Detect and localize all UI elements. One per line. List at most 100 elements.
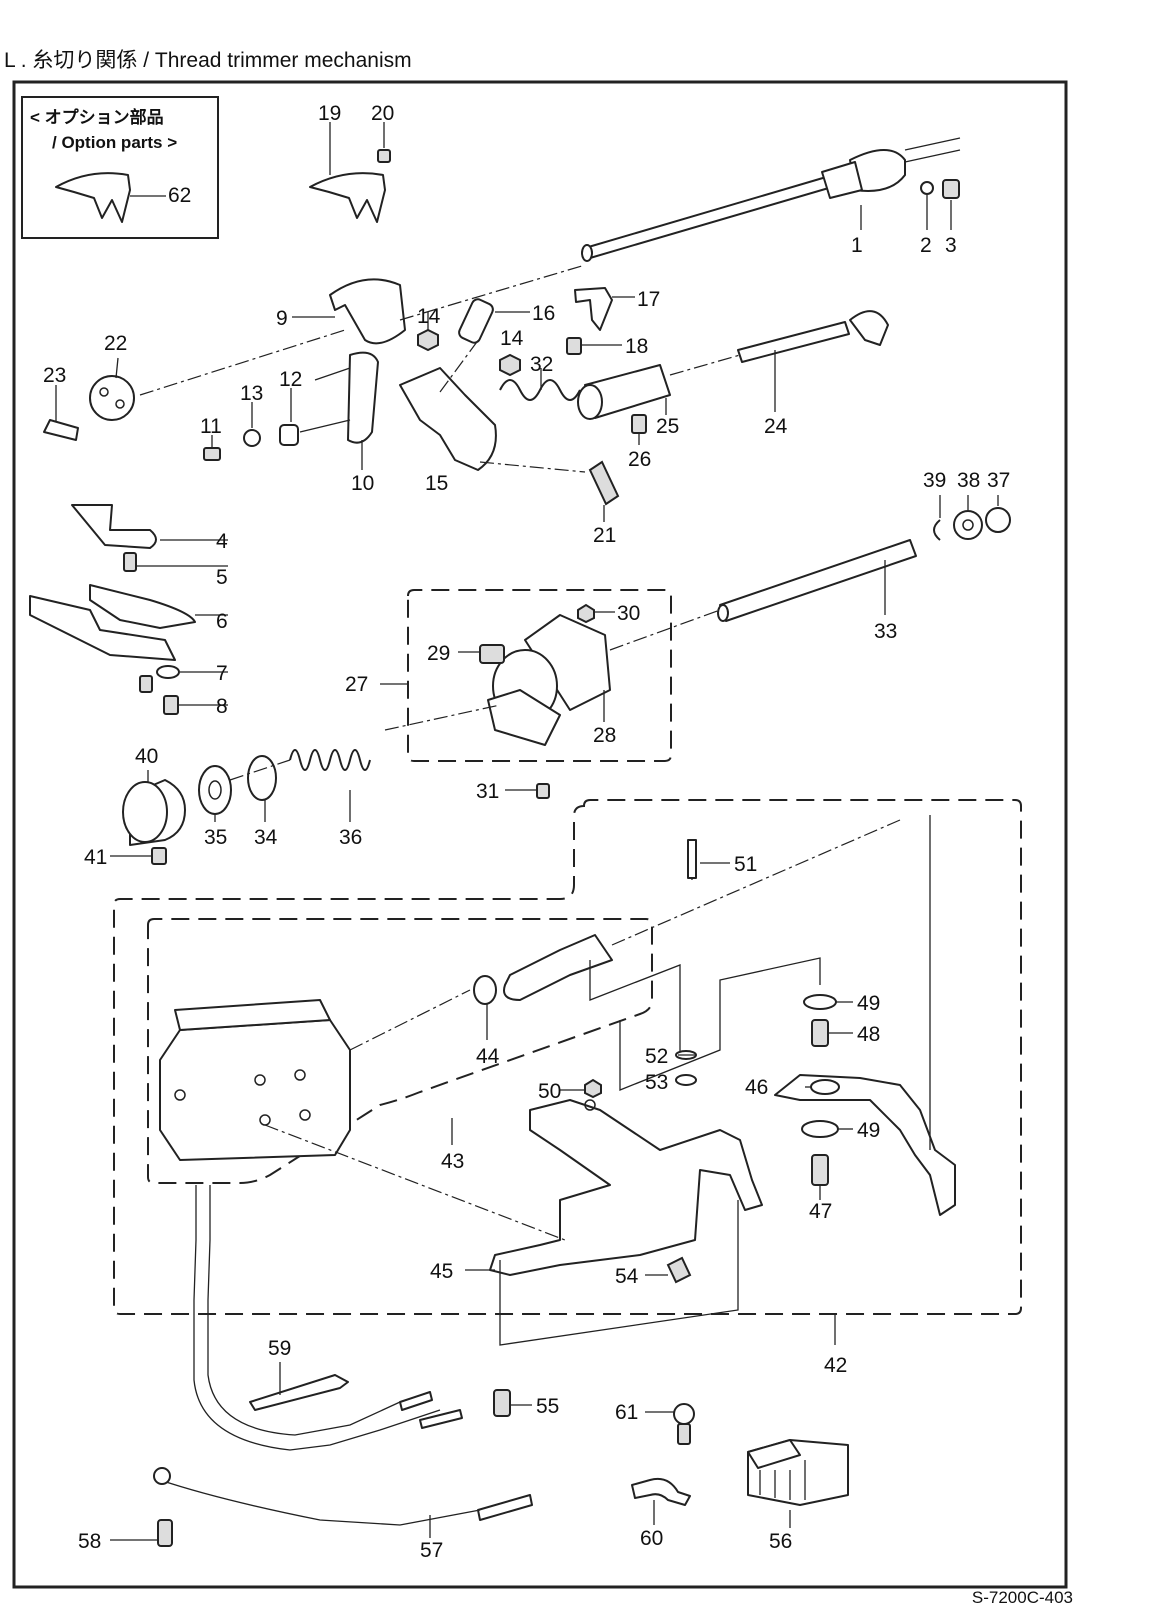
option-parts-box: < オプション部品 / Option parts > 62 — [21, 96, 219, 239]
label-53: 53 — [645, 1071, 668, 1094]
label-56: 56 — [769, 1530, 792, 1553]
label-42: 42 — [824, 1354, 847, 1377]
label-5: 5 — [216, 566, 228, 589]
label-17: 17 — [637, 288, 660, 311]
label-19: 19 — [318, 102, 341, 125]
shaft-24 — [737, 321, 850, 363]
spring-32 — [499, 379, 581, 401]
label-27: 27 — [345, 673, 368, 696]
label-8: 8 — [216, 695, 228, 718]
group-42 — [113, 799, 1022, 1315]
nut-14b — [499, 353, 521, 377]
shaft-33 — [719, 539, 917, 622]
label-9: 9 — [276, 307, 288, 330]
washer-37 — [985, 507, 1011, 533]
nut-14a — [417, 328, 439, 352]
label-22: 22 — [104, 332, 127, 355]
label-36: 36 — [339, 826, 362, 849]
label-43: 43 — [441, 1150, 464, 1173]
label-7: 7 — [216, 662, 228, 685]
label-30: 30 — [617, 602, 640, 625]
connector-56 — [747, 1439, 849, 1528]
spring-36 — [289, 749, 371, 771]
washer-49b — [801, 1120, 839, 1138]
cam-9 — [329, 278, 406, 345]
label-40: 40 — [135, 745, 158, 768]
label-6: 6 — [216, 610, 228, 633]
label-14b: 14 — [500, 327, 524, 350]
screw-61 — [673, 1403, 695, 1425]
label-26: 26 — [628, 448, 651, 471]
label-34: 34 — [254, 826, 278, 849]
diagram-frame — [12, 80, 1068, 1589]
solenoid-43 — [159, 999, 351, 1161]
screw-47 — [811, 1154, 829, 1186]
screw-23 — [43, 419, 79, 441]
screw-11 — [203, 447, 221, 461]
label-44: 44 — [476, 1045, 500, 1068]
label-13: 12 — [279, 368, 302, 391]
label-33: 33 — [874, 620, 897, 643]
label-14a: 14 — [417, 305, 441, 328]
label-23: 23 — [43, 364, 66, 387]
label-2: 2 — [920, 234, 932, 257]
label-45: 45 — [430, 1260, 453, 1283]
cable-57 — [193, 1185, 441, 1451]
label-38: 38 — [957, 469, 980, 492]
plunger — [503, 934, 613, 1001]
label-21: 21 — [593, 524, 616, 547]
label-12: 13 — [240, 382, 263, 405]
label-58: 58 — [78, 1530, 101, 1553]
washer-35 — [198, 765, 232, 815]
clamp-60 — [631, 1477, 691, 1506]
label-31: 31 — [476, 780, 499, 803]
label-49b: 49 — [857, 1119, 880, 1142]
top-cam-part — [309, 122, 391, 223]
label-39: 39 — [923, 469, 946, 492]
bracket-46 — [774, 1074, 956, 1216]
label-61: 61 — [615, 1401, 638, 1424]
label-46: 46 — [745, 1076, 768, 1099]
label-60: 60 — [640, 1527, 663, 1550]
option-box-line2: / Option parts > — [52, 133, 177, 152]
label-10: 10 — [351, 472, 374, 495]
label-24: 24 — [764, 415, 788, 438]
plate-6 — [29, 595, 176, 661]
label-18: 18 — [625, 335, 648, 358]
screw-21 — [588, 460, 620, 506]
label-11: 11 — [200, 415, 222, 438]
group-43 — [147, 918, 653, 1184]
option-box-line1: < オプション部品 — [30, 107, 164, 127]
label-25: 25 — [656, 415, 679, 438]
label-57: 57 — [420, 1539, 443, 1562]
label-20: 20 — [371, 102, 394, 125]
screw-58 — [157, 1519, 173, 1547]
cable-tie-59 — [249, 1374, 349, 1411]
page-title: L . 糸切り関係 / Thread trimmer mechanism — [4, 49, 412, 72]
label-62: 62 — [168, 184, 191, 207]
label-3: 3 — [945, 234, 957, 257]
main-shaft-assembly — [581, 137, 961, 262]
label-29: 29 — [427, 642, 450, 665]
link-10 — [347, 351, 379, 444]
label-32: 32 — [530, 353, 553, 376]
collar-22 — [89, 375, 135, 421]
cam-28 — [524, 614, 611, 711]
label-48: 48 — [857, 1023, 880, 1046]
option-cam-part — [55, 172, 131, 223]
label-4: 4 — [216, 530, 228, 553]
label-41: 41 — [84, 846, 107, 869]
label-37: 37 — [987, 469, 1010, 492]
bracket-45 — [489, 1099, 763, 1276]
label-50: 50 — [538, 1080, 561, 1103]
bracket-17 — [574, 287, 613, 331]
bushing-34 — [247, 755, 277, 801]
label-55: 55 — [536, 1395, 559, 1418]
label-15: 15 — [425, 472, 448, 495]
label-35: 35 — [204, 826, 227, 849]
label-51: 51 — [734, 853, 757, 876]
label-49a: 49 — [857, 992, 880, 1015]
label-28: 28 — [593, 724, 616, 747]
washer-49a — [803, 994, 837, 1010]
